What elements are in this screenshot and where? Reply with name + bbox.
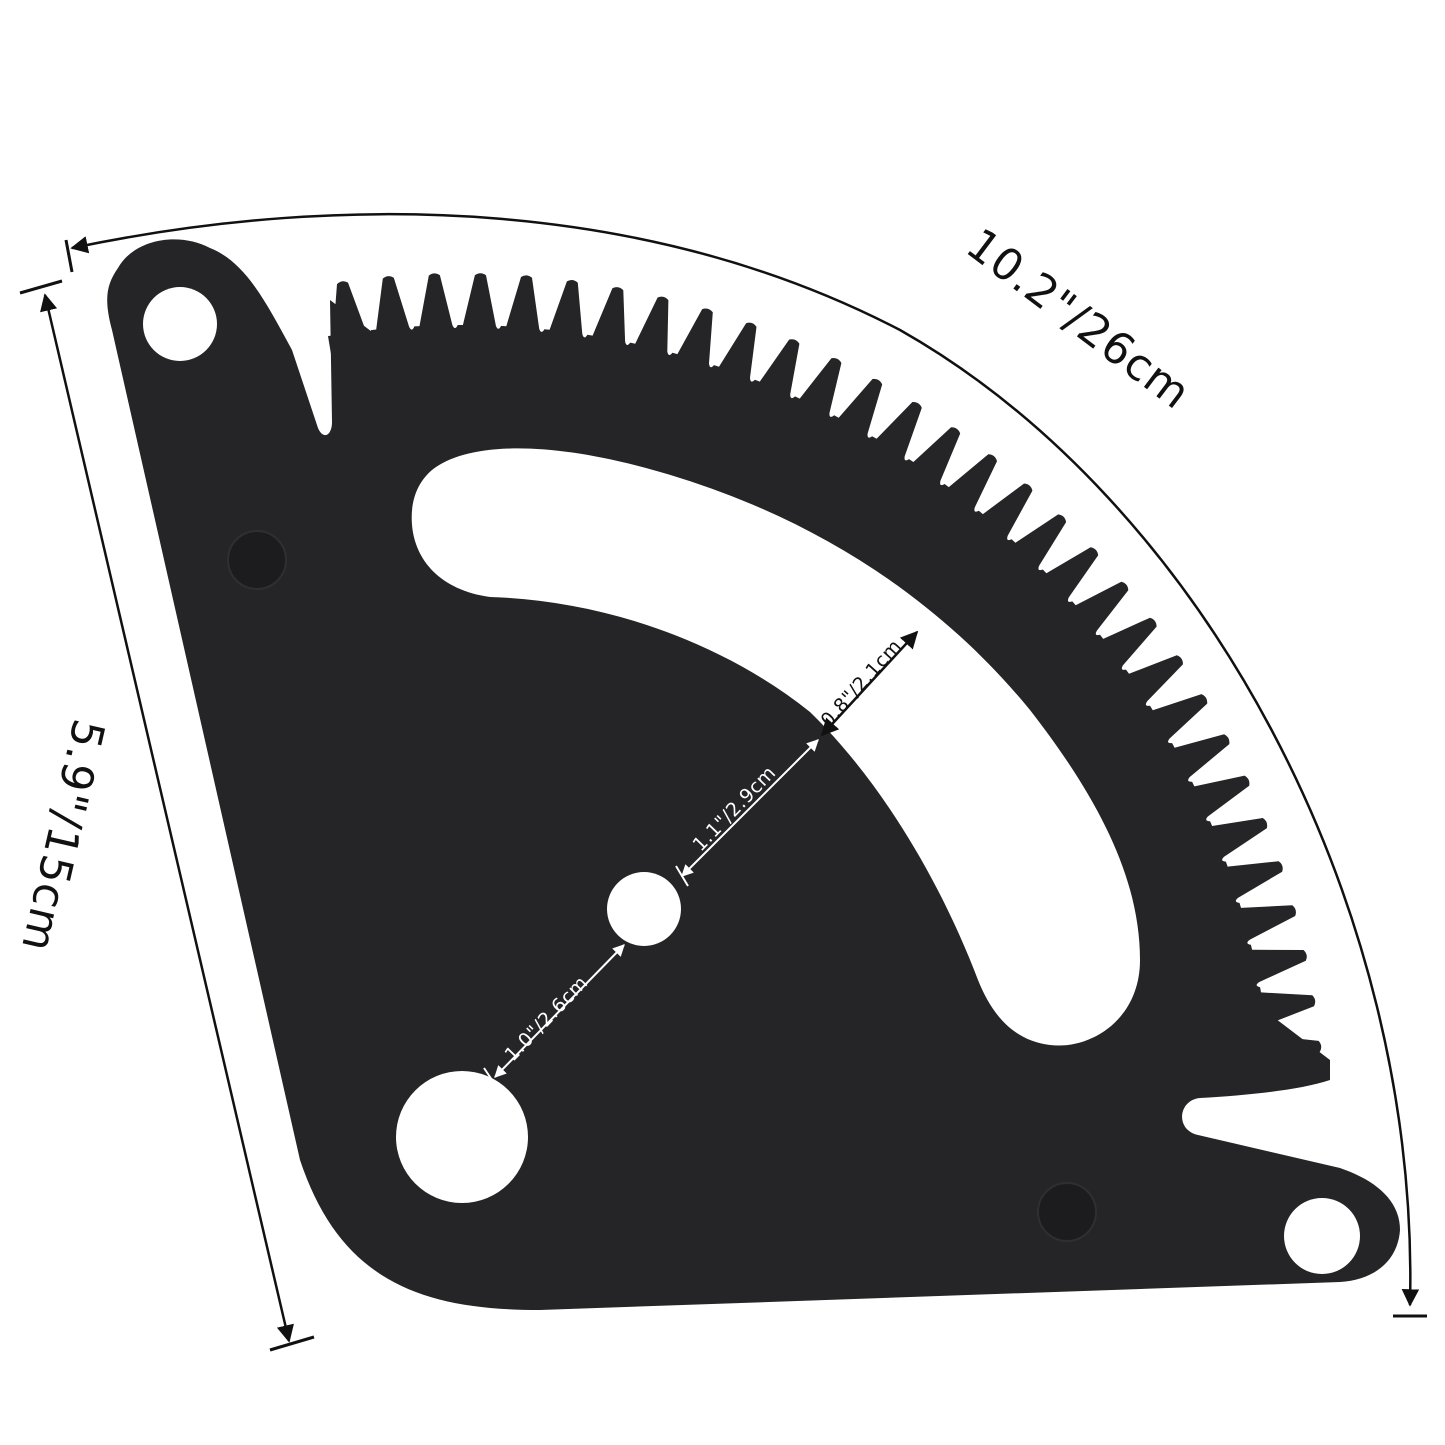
slot-to-hole-dimension-line (681, 739, 819, 877)
dimension-slot-width (820, 630, 919, 737)
dimension-height (19, 279, 315, 1352)
small-hole (607, 872, 681, 946)
dimple-left (227, 530, 287, 590)
top-left-mount-hole (143, 287, 217, 361)
large-pivot-hole (396, 1071, 528, 1203)
dimension-arc-length (64, 212, 1427, 1318)
slot-to-hole-tick (675, 865, 689, 887)
dimple-bottom (1037, 1182, 1097, 1242)
slot-width-dimension-line (820, 630, 919, 737)
hole-to-hole-dimension-line (494, 944, 625, 1078)
hole-to-hole-tick (483, 1067, 493, 1081)
dimension-slot-to-small-hole (675, 739, 819, 887)
arc-length-extension-top (64, 239, 74, 273)
height-dimension-line (40, 293, 294, 1343)
bottom-right-mount-hole (1284, 1198, 1360, 1274)
height-extension-bottom (269, 1335, 315, 1352)
height-extension-top (19, 279, 63, 295)
arc-length-dimension-line (70, 212, 1420, 1307)
dimension-small-to-large-hole (483, 944, 625, 1081)
